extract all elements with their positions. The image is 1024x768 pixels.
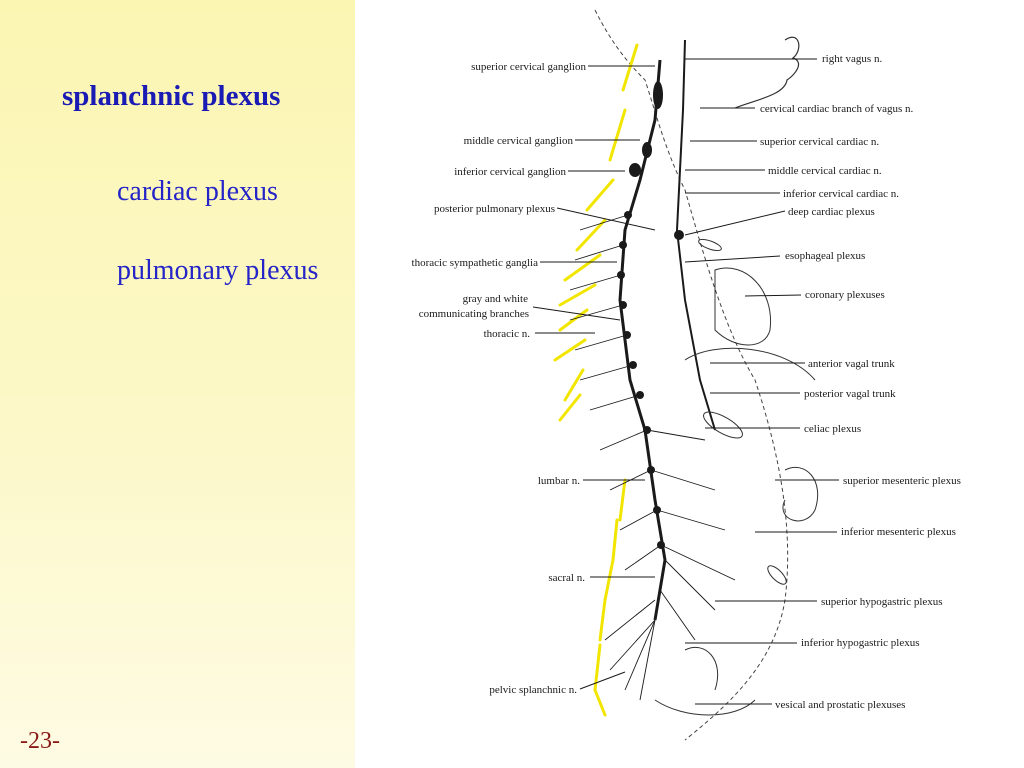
label-superior-cervical-cardiac-n: superior cervical cardiac n.	[760, 136, 879, 148]
label-deep-cardiac-plexus: deep cardiac plexus	[788, 206, 875, 218]
sympathetic-trunk	[618, 59, 667, 621]
face-outline	[734, 36, 800, 109]
label-superior-hypogastric-plexus: superior hypogastric plexus	[821, 596, 943, 608]
nerve-diagram-svg: superior cervical ganglion middle cervic…	[412, 9, 961, 741]
spinal-nerve-highlights	[553, 43, 639, 717]
label-inferior-mesenteric-plexus: inferior mesenteric plexus	[841, 526, 956, 538]
label-inferior-cervical-ganglion: inferior cervical ganglion	[454, 166, 566, 178]
label-middle-cervical-cardiac-n: middle cervical cardiac n.	[768, 165, 882, 177]
label-cervical-cardiac-branch-of-vagus: cervical cardiac branch of vagus n.	[760, 103, 914, 115]
label-inferior-cervical-cardiac-n: inferior cervical cardiac n.	[783, 188, 899, 200]
label-anterior-vagal-trunk: anterior vagal trunk	[808, 358, 895, 370]
subtitle-pulmonary-plexus: pulmonary plexus	[117, 255, 319, 286]
right-leader-lines	[684, 58, 839, 705]
label-vesical-and-prostatic-plexuses: vesical and prostatic plexuses	[775, 699, 905, 711]
organ-outlines	[654, 238, 819, 716]
label-thoracic-n: thoracic n.	[484, 328, 531, 340]
label-superior-cervical-ganglion: superior cervical ganglion	[471, 61, 586, 73]
label-thoracic-sympathetic-ganglia: thoracic sympathetic ganglia	[412, 257, 539, 269]
label-sacral-n: sacral n.	[548, 572, 585, 584]
label-middle-cervical-ganglion: middle cervical ganglion	[464, 135, 574, 147]
label-inferior-hypogastric-plexus: inferior hypogastric plexus	[801, 637, 920, 649]
label-gray-and-white: gray and white	[463, 293, 528, 305]
label-esophageal-plexus: esophageal plexus	[785, 250, 865, 262]
label-celiac-plexus: celiac plexus	[804, 423, 861, 435]
label-superior-mesenteric-plexus: superior mesenteric plexus	[843, 475, 961, 487]
label-posterior-pulmonary-plexus: posterior pulmonary plexus	[434, 203, 555, 215]
label-communicating-branches: communicating branches	[419, 308, 529, 320]
plexus-fibers	[569, 214, 736, 701]
label-pelvic-splanchnic-n: pelvic splanchnic n.	[489, 684, 577, 696]
vagus-nerve	[675, 39, 716, 431]
label-posterior-vagal-trunk: posterior vagal trunk	[804, 388, 896, 400]
autonomic-nerve-diagram: superior cervical ganglion middle cervic…	[355, 0, 1024, 768]
label-lumbar-n: lumbar n.	[538, 475, 580, 487]
slide-title: splanchnic plexus	[62, 80, 281, 112]
subtitle-cardiac-plexus: cardiac plexus	[117, 176, 278, 207]
ganglia	[617, 81, 684, 549]
label-coronary-plexuses: coronary plexuses	[805, 289, 885, 301]
body-outline	[594, 9, 789, 741]
left-leader-lines	[532, 65, 656, 690]
label-right-vagus-n: right vagus n.	[822, 53, 882, 65]
page-number: -23-	[20, 728, 60, 754]
